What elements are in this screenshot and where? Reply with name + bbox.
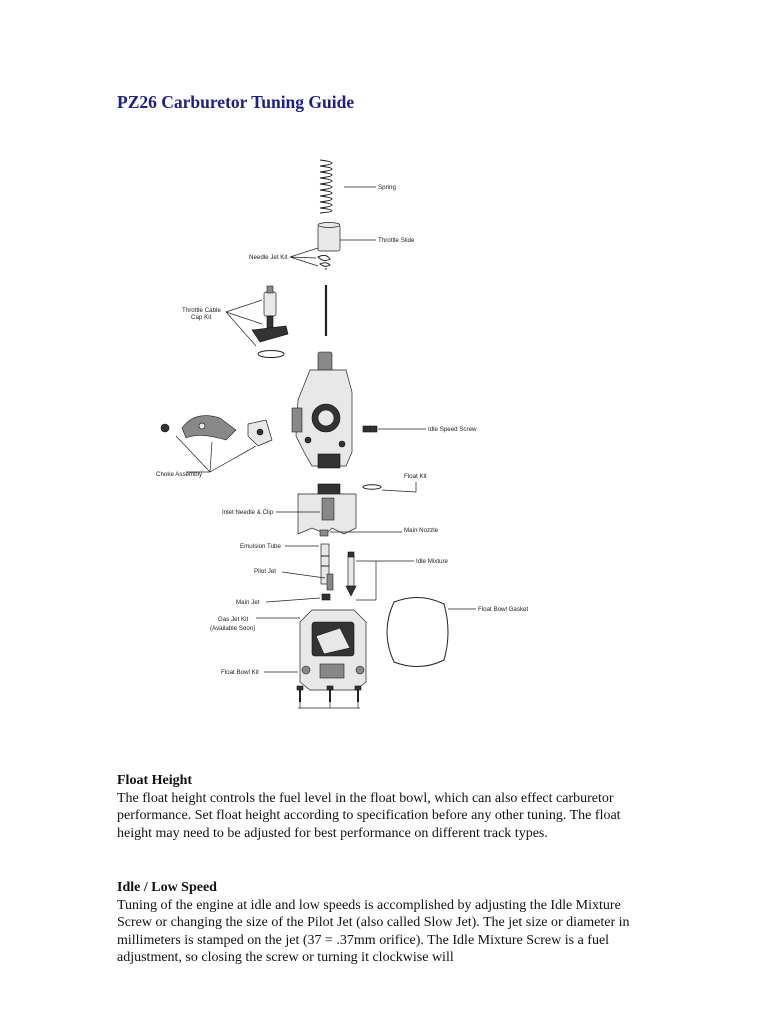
main-jet-part [321,593,331,601]
section-heading: Float Height [117,773,193,788]
float-bowl-gasket-part [386,597,449,667]
label-float-bowl-kit: Float Bowl Kit [221,669,259,676]
label-throttle-cable-2: Cap Kit [191,314,212,321]
float-bowl-screws-part [296,685,362,702]
label-main-nozzle: Main Nozzle [404,527,439,534]
float-bowl-part [299,609,367,691]
pilot-jet-part [326,573,334,591]
label-gas-jet-kit-available: (Available Soon) [210,625,255,632]
label-emulsion-tube: Emulsion Tube [240,543,281,550]
idle-low-speed-section: Idle / Low Speed Tuning of the engine at… [117,879,652,967]
carburetor-body-part [291,351,353,469]
idle-speed-screw-part [362,425,378,433]
needle-jet-kit-part [317,254,331,270]
label-inlet-needle-clip: Inlet Needle & Clip [222,509,274,516]
section-body: Tuning of the engine at idle and low spe… [117,897,630,966]
page-title: PZ26 Carburetor Tuning Guide [117,92,355,112]
main-nozzle-part [319,529,329,537]
label-throttle-slide: Throttle Slide [378,237,415,244]
float-kit-part [362,484,382,490]
spring-part [319,159,333,214]
label-needle-jet-kit: Needle Jet Kit [249,254,288,261]
label-choke-assembly: Choke Assembly [156,471,203,478]
label-float-bowl-gasket: Float Bowl Gasket [478,606,528,613]
label-idle-mixture: Idle Mixture [416,558,449,565]
section-body: The float height controls the fuel level… [117,790,621,841]
label-throttle-cable-1: Throttle Cable [182,307,221,314]
label-spring: Spring [378,184,396,191]
section-heading: Idle / Low Speed [117,880,217,895]
label-idle-speed-screw: Idle Speed Screw [428,426,477,433]
float-height-section: Float Height The float height controls t… [117,772,652,842]
emulsion-tube-part [320,543,330,585]
label-main-jet: Main Jet [236,599,260,606]
label-pilot-jet: Pilot Jet [254,568,276,575]
throttle-slide-part [317,222,341,252]
idle-mixture-screw-part [345,551,357,597]
throttle-cable-cap-kit-part [251,285,289,358]
choke-assembly-part [160,415,273,447]
label-float-kit: Float Kit [404,473,427,480]
carburetor-exploded-diagram: Spring Throttle Slide Needle Jet Kit [0,140,768,720]
float-part [297,483,357,535]
label-gas-jet-kit: Gas Jet Kit [218,616,249,623]
